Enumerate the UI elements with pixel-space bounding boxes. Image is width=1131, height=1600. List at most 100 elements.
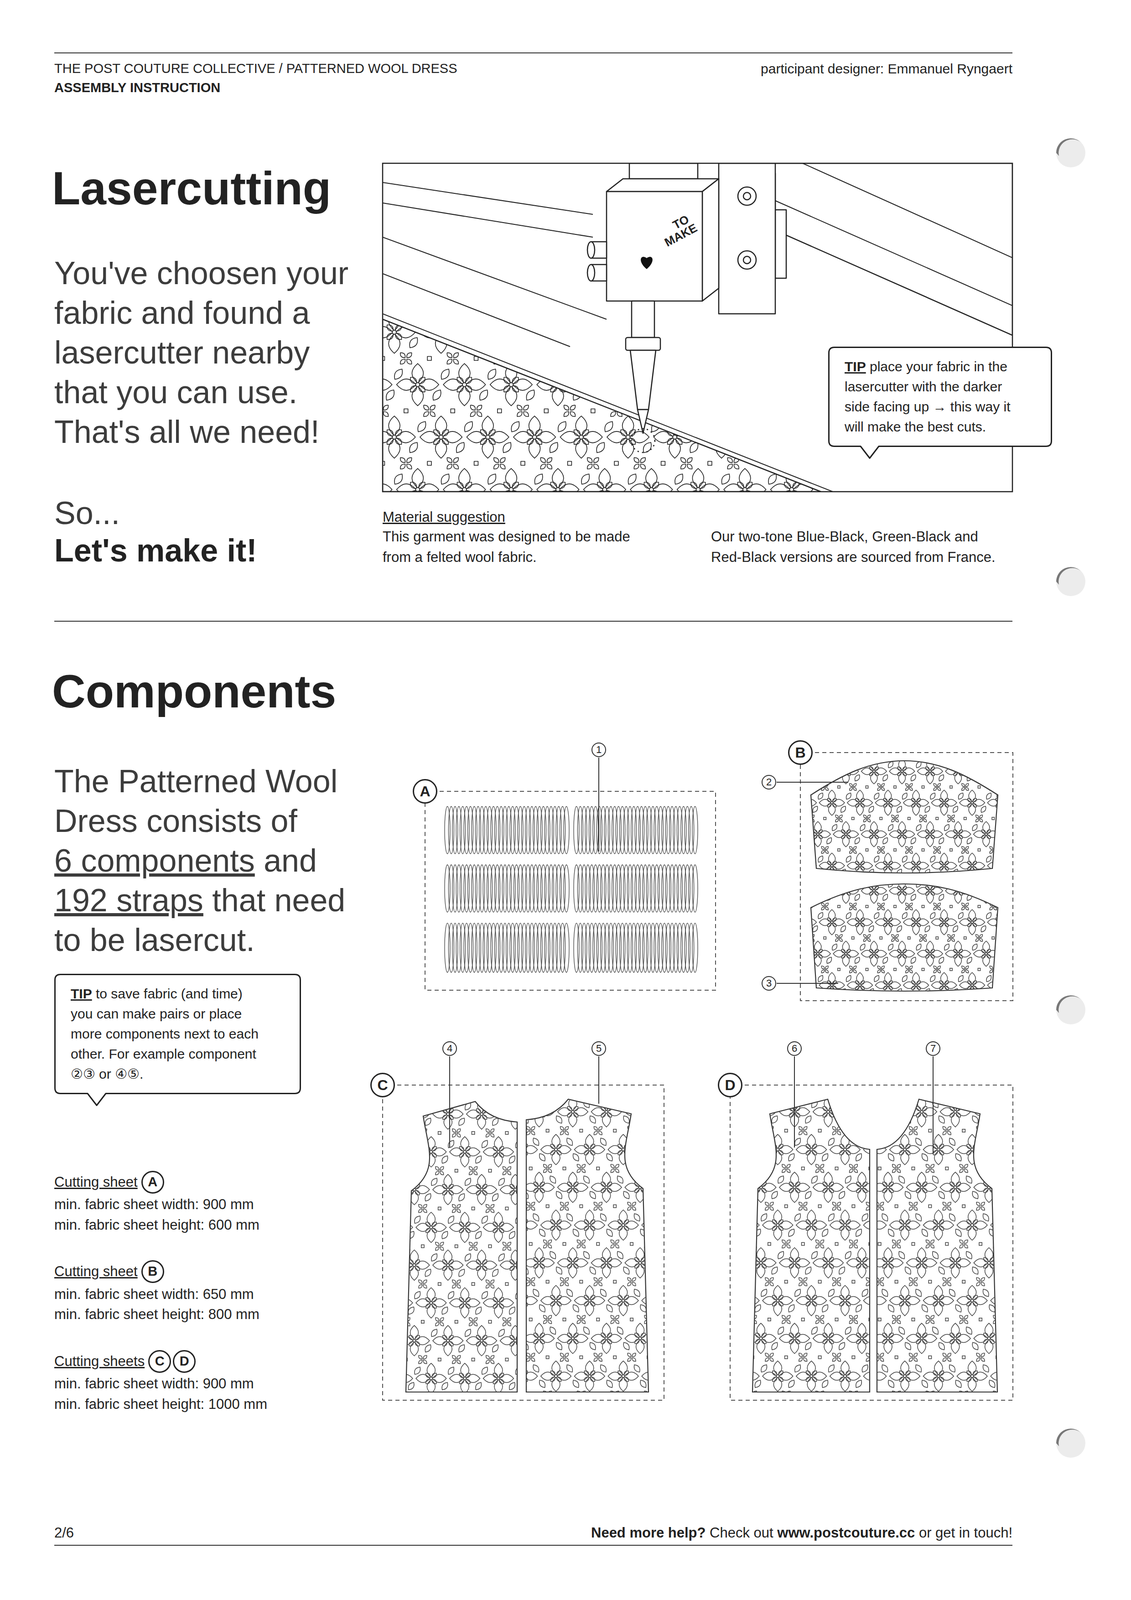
leaf-cutout [812, 890, 819, 897]
leaf-cutout [880, 782, 886, 788]
leaf-cutout [975, 881, 980, 886]
leaf-cutout [887, 823, 895, 832]
leaf-cutout [922, 996, 928, 1002]
leaf-cutout [726, 357, 734, 366]
leaf-cutout [792, 786, 798, 792]
leaf-cutout [735, 375, 746, 385]
leaf-cutout [854, 921, 861, 928]
leaf-cutout [904, 782, 910, 788]
leaf-cutout [475, 410, 484, 419]
leaf-cutout [882, 802, 889, 809]
lasercutter-illustration [631, 300, 655, 338]
leaf-cutout [957, 885, 964, 892]
leaf-cutout [1021, 899, 1030, 908]
leaf-cutout [411, 363, 424, 384]
leaf-cutout [896, 1011, 903, 1017]
leaf-cutout [592, 357, 601, 366]
leaf-cutout [466, 378, 486, 391]
leaf-cutout [1002, 876, 1008, 882]
leaf-cutout [828, 972, 836, 985]
leaf-cutout [810, 881, 815, 886]
leaf-cutout [803, 916, 810, 923]
leaf-cutout [888, 799, 901, 807]
leaf-cutout [999, 823, 1007, 832]
piece-outline [810, 760, 998, 873]
leaf-cutout [466, 431, 487, 443]
leaf-cutout [901, 953, 908, 960]
leaf-cutout [388, 438, 400, 459]
leaf-cutout [875, 767, 888, 775]
leaf-cutout [734, 335, 748, 350]
leaf-cutout [875, 981, 888, 989]
leaf-cutout [868, 948, 875, 955]
leaf-cutout [702, 403, 711, 412]
square-cutout [949, 1031, 953, 1034]
square-cutout [567, 461, 572, 466]
leaf-cutout [786, 877, 794, 890]
leaf-cutout [820, 964, 825, 970]
leaf-cutout [988, 849, 994, 855]
leaf-cutout [1013, 885, 1020, 892]
leaf-cutout [910, 921, 917, 928]
leaf-cutout [388, 415, 400, 436]
leaf-cutout [926, 940, 934, 953]
leaf-cutout [968, 972, 976, 985]
leaf-cutout [629, 431, 650, 443]
leaf-cutout [988, 782, 994, 788]
leaf-cutout [411, 468, 424, 488]
leaf-cutout [840, 483, 860, 492]
leaf-cutout [1020, 969, 1026, 974]
square-cutout [977, 848, 981, 851]
leaf-cutout [985, 854, 993, 864]
leaf-cutout [689, 480, 699, 490]
leaf-cutout [478, 322, 489, 333]
leaf-cutout [996, 852, 1004, 865]
leaf-cutout [1013, 765, 1020, 772]
leaf-cutout [870, 821, 878, 834]
leaf-cutout [940, 909, 948, 922]
leaf-cutout [968, 803, 976, 816]
square-cutout [450, 408, 455, 413]
leaf-cutout [848, 1032, 854, 1037]
square-cutout [1020, 880, 1023, 883]
leaf-cutout [940, 866, 948, 879]
square-cutout [809, 1031, 812, 1034]
leaf-cutout [1035, 924, 1044, 934]
leaf-cutout [926, 772, 934, 784]
leaf-cutout [858, 760, 867, 769]
leaf-cutout [854, 979, 861, 986]
leaf-cutout [1002, 881, 1008, 886]
leaf-cutout [420, 431, 440, 443]
leaf-cutout [498, 462, 507, 471]
leaf-cutout [1015, 893, 1028, 901]
leaf-cutout [898, 821, 906, 834]
leaf-cutout [876, 782, 882, 788]
leaf-cutout [848, 849, 854, 855]
leaf-cutout [824, 845, 830, 851]
leaf-cutout [999, 879, 1007, 889]
leaf-cutout [915, 921, 922, 928]
leaf-cutout [1015, 981, 1028, 989]
leaf-cutout [445, 351, 454, 359]
leaf-cutout [992, 906, 998, 911]
leaf-cutout [1027, 984, 1034, 991]
leaf-cutout [853, 892, 862, 902]
leaf-cutout [575, 311, 587, 331]
leaf-cutout [964, 1027, 970, 1033]
leaf-cutout [840, 953, 847, 960]
leaf-cutout [968, 789, 976, 802]
leaf-cutout [779, 462, 788, 471]
leaf-cutout [814, 758, 822, 771]
leaf-cutout [943, 984, 950, 991]
leaf-cutout [932, 845, 938, 851]
leaf-cutout [428, 403, 437, 412]
leaf-cutout [1024, 972, 1032, 985]
leaf-cutout [858, 879, 867, 889]
leaf-cutout [786, 1003, 794, 1016]
leaf-cutout [826, 916, 833, 923]
leaf-cutout [901, 890, 908, 897]
leaf-cutout [726, 462, 734, 471]
leaf-cutout [966, 860, 973, 867]
leaf-cutout [785, 386, 798, 406]
leaf-cutout [971, 865, 978, 872]
